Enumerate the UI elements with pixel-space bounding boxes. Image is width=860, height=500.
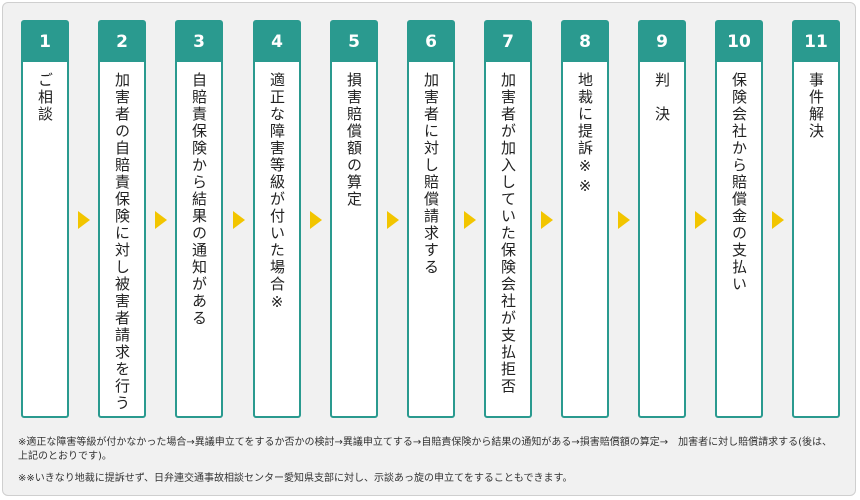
- footnotes: ※適正な障害等級が付かなかった場合→異議申立てをするか否かの検討→異議申立てする…: [18, 436, 838, 494]
- step-label: 損害賠償額の算定: [345, 72, 363, 208]
- step-label: 地裁に提訴※※: [576, 72, 594, 197]
- step-number: 4: [255, 22, 299, 62]
- arrow-right-icon: [695, 211, 707, 229]
- step-4: 4 適正な障害等級が付いた場合※: [253, 20, 301, 418]
- arrow-right-icon: [387, 211, 399, 229]
- step-5: 5 損害賠償額の算定: [330, 20, 378, 418]
- step-9: 9 判 決: [638, 20, 686, 418]
- step-number: 6: [409, 22, 453, 62]
- step-label: 事件解決: [807, 72, 825, 140]
- arrow-right-icon: [233, 211, 245, 229]
- step-label: 判 決: [653, 72, 671, 123]
- step-number: 2: [100, 22, 144, 62]
- step-8: 8 地裁に提訴※※: [561, 20, 609, 418]
- footnote-2: ※※いきなり地裁に提訴せず、日弁連交通事故相談センター愛知県支部に対し、示談あっ…: [18, 473, 573, 484]
- step-label: 加害者が加入していた保険会社が支払拒否: [499, 72, 517, 395]
- step-10: 10 保険会社から賠償金の支払い: [715, 20, 763, 418]
- step-number: 10: [717, 22, 761, 62]
- step-number: 1: [23, 22, 67, 62]
- step-number: 9: [640, 22, 684, 62]
- step-1: 1 ご相談: [21, 20, 69, 418]
- step-number: 5: [332, 22, 376, 62]
- arrow-right-icon: [310, 211, 322, 229]
- arrow-right-icon: [618, 211, 630, 229]
- footnote-1: ※適正な障害等級が付かなかった場合→異議申立てをするか否かの検討→異議申立てする…: [18, 437, 832, 462]
- step-label: 自賠責保険から結果の通知がある: [190, 72, 208, 327]
- arrow-right-icon: [541, 211, 553, 229]
- step-6: 6 加害者に対し賠償請求する: [407, 20, 455, 418]
- step-number: 7: [486, 22, 530, 62]
- step-label: ご相談: [36, 72, 54, 123]
- step-2: 2 加害者の自賠責保険に対し被害者請求を行う: [98, 20, 146, 418]
- arrow-right-icon: [772, 211, 784, 229]
- step-3: 3 自賠責保険から結果の通知がある: [175, 20, 223, 418]
- step-number: 11: [794, 22, 838, 62]
- step-label: 加害者の自賠責保険に対し被害者請求を行う: [113, 72, 131, 412]
- step-11: 11 事件解決: [792, 20, 840, 418]
- arrow-right-icon: [155, 211, 167, 229]
- arrow-right-icon: [464, 211, 476, 229]
- step-label: 適正な障害等級が付いた場合※: [268, 72, 286, 313]
- arrow-right-icon: [78, 211, 90, 229]
- step-number: 3: [177, 22, 221, 62]
- step-label: 加害者に対し賠償請求する: [422, 72, 440, 276]
- step-number: 8: [563, 22, 607, 62]
- step-7: 7 加害者が加入していた保険会社が支払拒否: [484, 20, 532, 418]
- step-label: 保険会社から賠償金の支払い: [730, 72, 748, 293]
